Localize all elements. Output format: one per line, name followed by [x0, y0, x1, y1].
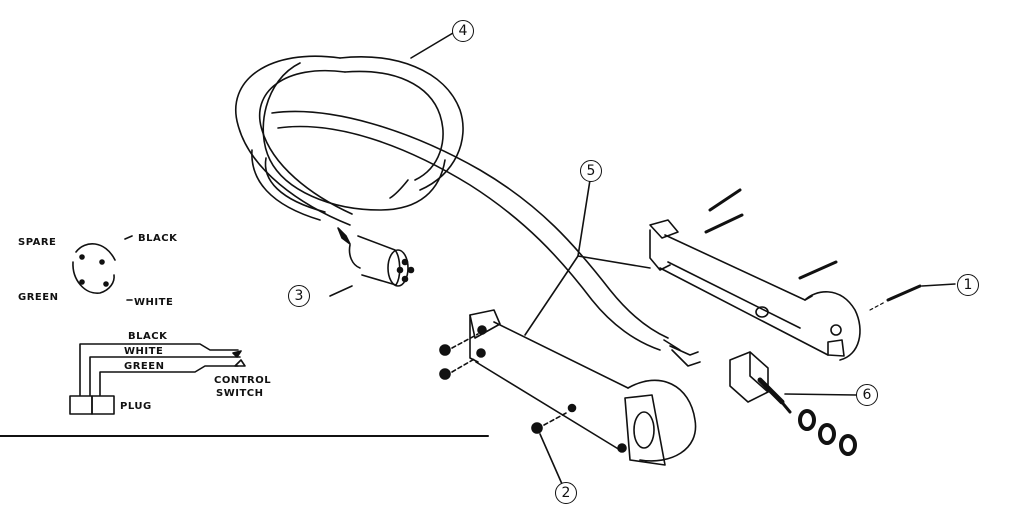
- pinout-label-green: GREEN: [18, 292, 59, 303]
- control-switch-label-2: SWITCH: [216, 388, 264, 399]
- callout-leader-4: [410, 32, 454, 59]
- callout-leader-1: [921, 283, 956, 287]
- callout-3: 3: [288, 285, 310, 307]
- callout-4: 4: [452, 20, 474, 42]
- callout-leader-5a: [577, 179, 591, 257]
- wire-ends: [663, 339, 701, 367]
- plug-label: PLUG: [120, 401, 152, 412]
- upper-housing: [577, 219, 861, 361]
- callout-leader-6: [784, 393, 857, 396]
- callout-2: 2: [555, 482, 577, 504]
- callout-leader-5b: [577, 255, 651, 269]
- connector-pinout: [72, 235, 133, 301]
- schematic-wire-green: GREEN: [124, 361, 165, 372]
- pinout-label-spare: SPARE: [18, 237, 57, 248]
- callout-6: 6: [856, 384, 878, 406]
- cord-coil: [235, 32, 669, 351]
- nuts-part: [439, 333, 569, 485]
- lower-housing: [469, 179, 697, 466]
- schematic-wire-white: WHITE: [124, 346, 164, 357]
- screws-part: [704, 188, 956, 311]
- callout-leader-2: [539, 433, 563, 485]
- pinout-label-white: WHITE: [134, 297, 174, 308]
- callout-1: 1: [957, 274, 979, 296]
- pinout-label-black: BLACK: [138, 233, 178, 244]
- plug-part: [329, 227, 415, 297]
- schematic-wire-black: BLACK: [128, 331, 168, 342]
- callout-leader-3: [329, 285, 353, 297]
- control-switch-label-1: CONTROL: [214, 375, 272, 386]
- wiring-schematic: [69, 343, 246, 415]
- callout-5: 5: [580, 160, 602, 182]
- switch-part: [729, 351, 857, 456]
